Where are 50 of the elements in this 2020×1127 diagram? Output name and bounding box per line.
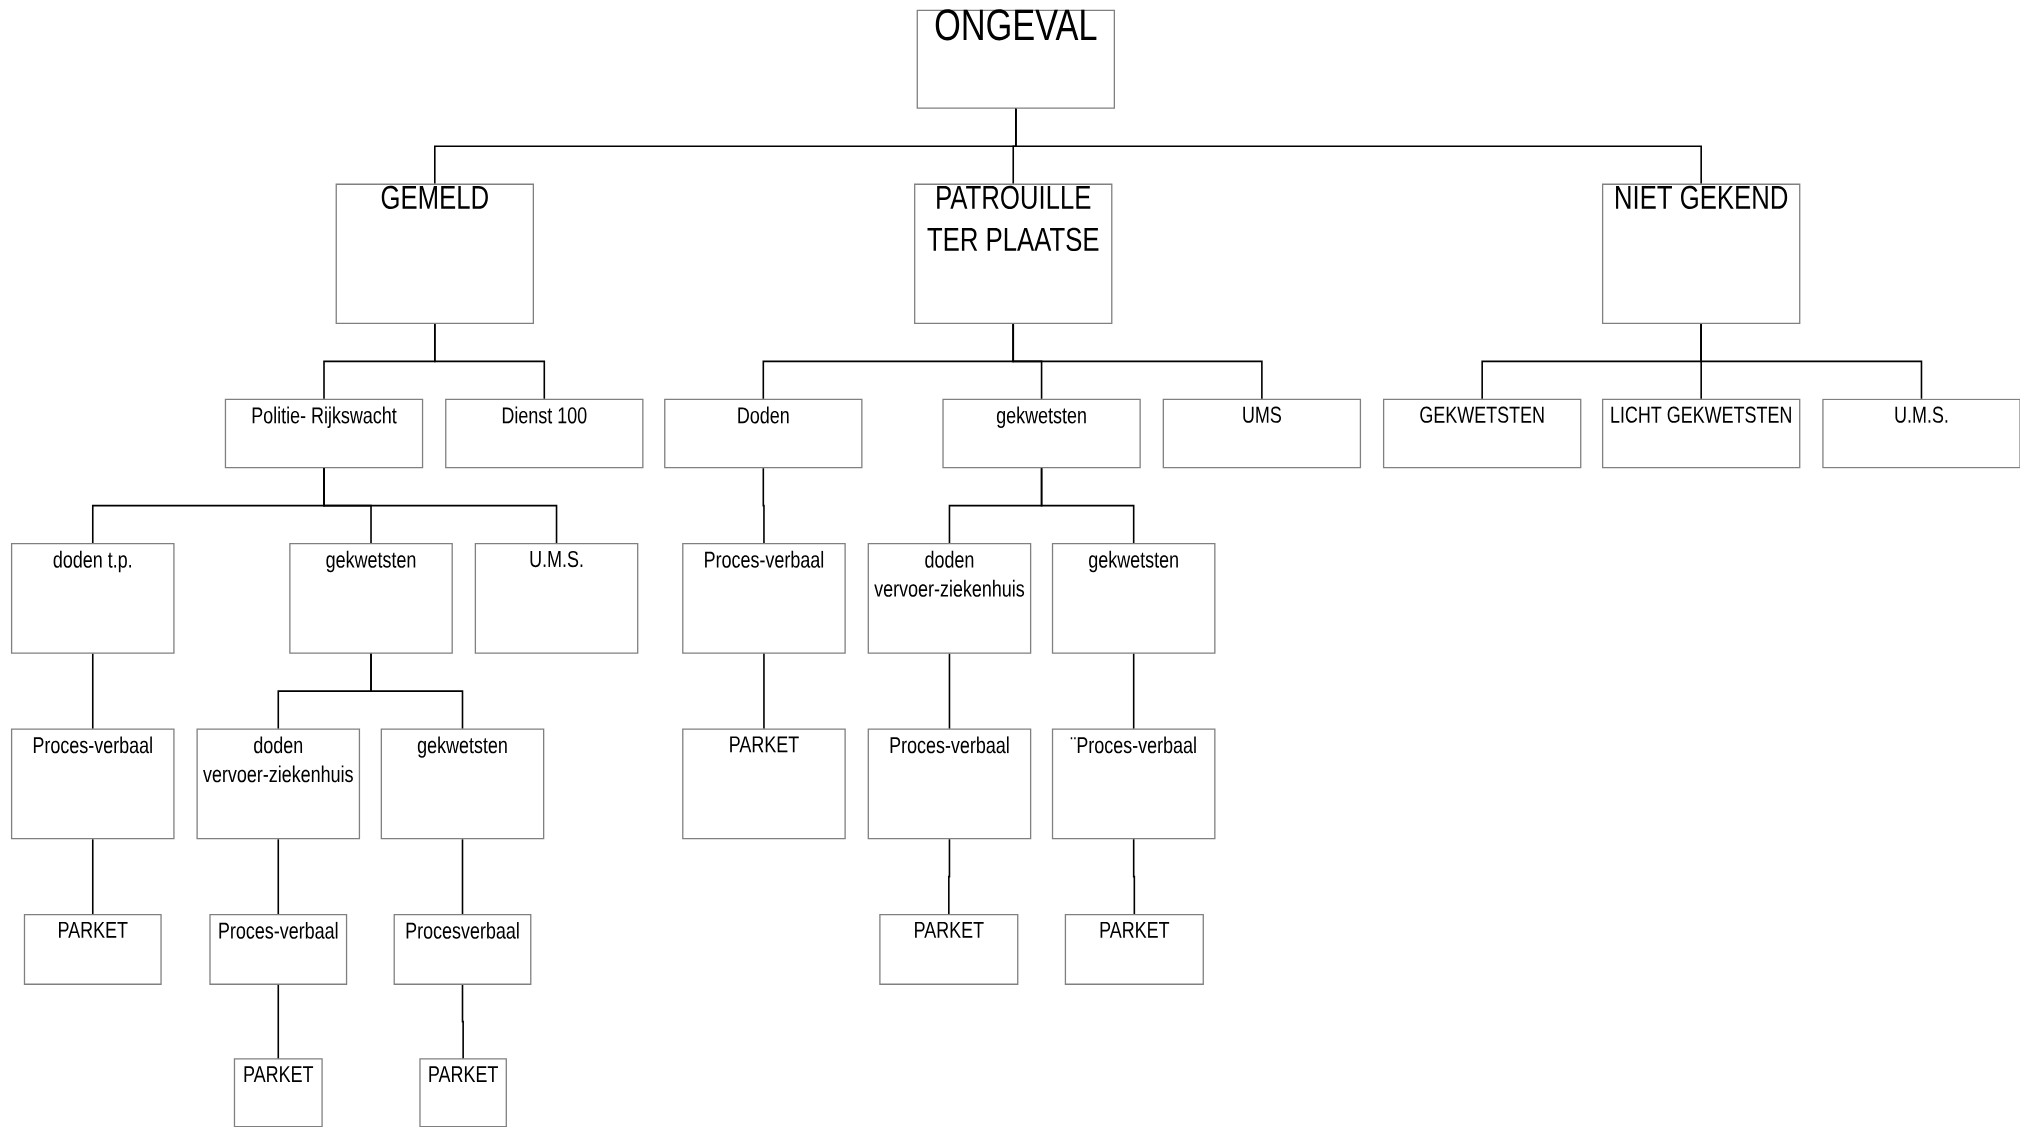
connector [370, 653, 464, 730]
connector [277, 838, 280, 915]
connector [461, 838, 464, 915]
process-box: gekwetsten [289, 543, 453, 654]
connector [1132, 838, 1136, 915]
connector [762, 467, 765, 544]
connector [277, 984, 280, 1060]
process-box: UMS [1162, 398, 1362, 469]
connector [91, 653, 94, 730]
process-box: Proces-verbaal [209, 914, 348, 985]
category-box: PATROUILLE TER PLAATSE [914, 183, 1113, 324]
process-box: Dienst 100 [445, 398, 644, 469]
process-box: gekwetsten [380, 728, 545, 840]
process-box: gekwetsten [942, 398, 1141, 469]
category-box: GEMELD [335, 183, 534, 324]
process-box: Doden [664, 398, 863, 469]
process-box: gekwetsten [1051, 543, 1216, 654]
process-box: Proces-verbaal [867, 728, 1032, 840]
process-box: GEKWETSTEN [1382, 398, 1582, 469]
process-box: ¨Proces-verbaal [1051, 728, 1216, 840]
connector [91, 838, 94, 915]
process-box: doden vervoer-ziekenhuis [867, 543, 1032, 654]
process-box: PARKET [682, 728, 846, 840]
connector [1040, 467, 1135, 544]
connector [763, 653, 765, 730]
process-box: doden t.p. [10, 543, 175, 654]
connector [434, 323, 546, 400]
process-box: PARKET [233, 1058, 323, 1127]
process-box: U.M.S. [474, 543, 639, 654]
process-box: doden vervoer-ziekenhuis [196, 728, 361, 840]
process-box: Politie- Rijkswacht [224, 398, 424, 469]
process-box: Procesverbaal [393, 914, 532, 985]
process-box: PARKET [419, 1058, 507, 1127]
connector [1132, 653, 1135, 730]
connector [1012, 323, 1263, 400]
connector [461, 984, 464, 1060]
connector [323, 467, 558, 544]
connector [1015, 108, 1702, 185]
process-box: Proces-verbaal [682, 543, 846, 654]
connector [948, 653, 951, 730]
title-box: ONGEVAL [916, 9, 1115, 109]
connector [948, 838, 951, 915]
process-box: LICHT GEKWETSTEN [1601, 398, 1801, 469]
process-box: Proces-verbaal [10, 728, 175, 840]
connector [1700, 323, 1923, 400]
process-box: PARKET [23, 914, 162, 985]
process-box: PARKET [1064, 914, 1204, 985]
process-box: U.M.S. [1822, 398, 2020, 469]
category-box: NIET GEKEND [1601, 183, 1801, 324]
process-box: PARKET [879, 914, 1019, 985]
